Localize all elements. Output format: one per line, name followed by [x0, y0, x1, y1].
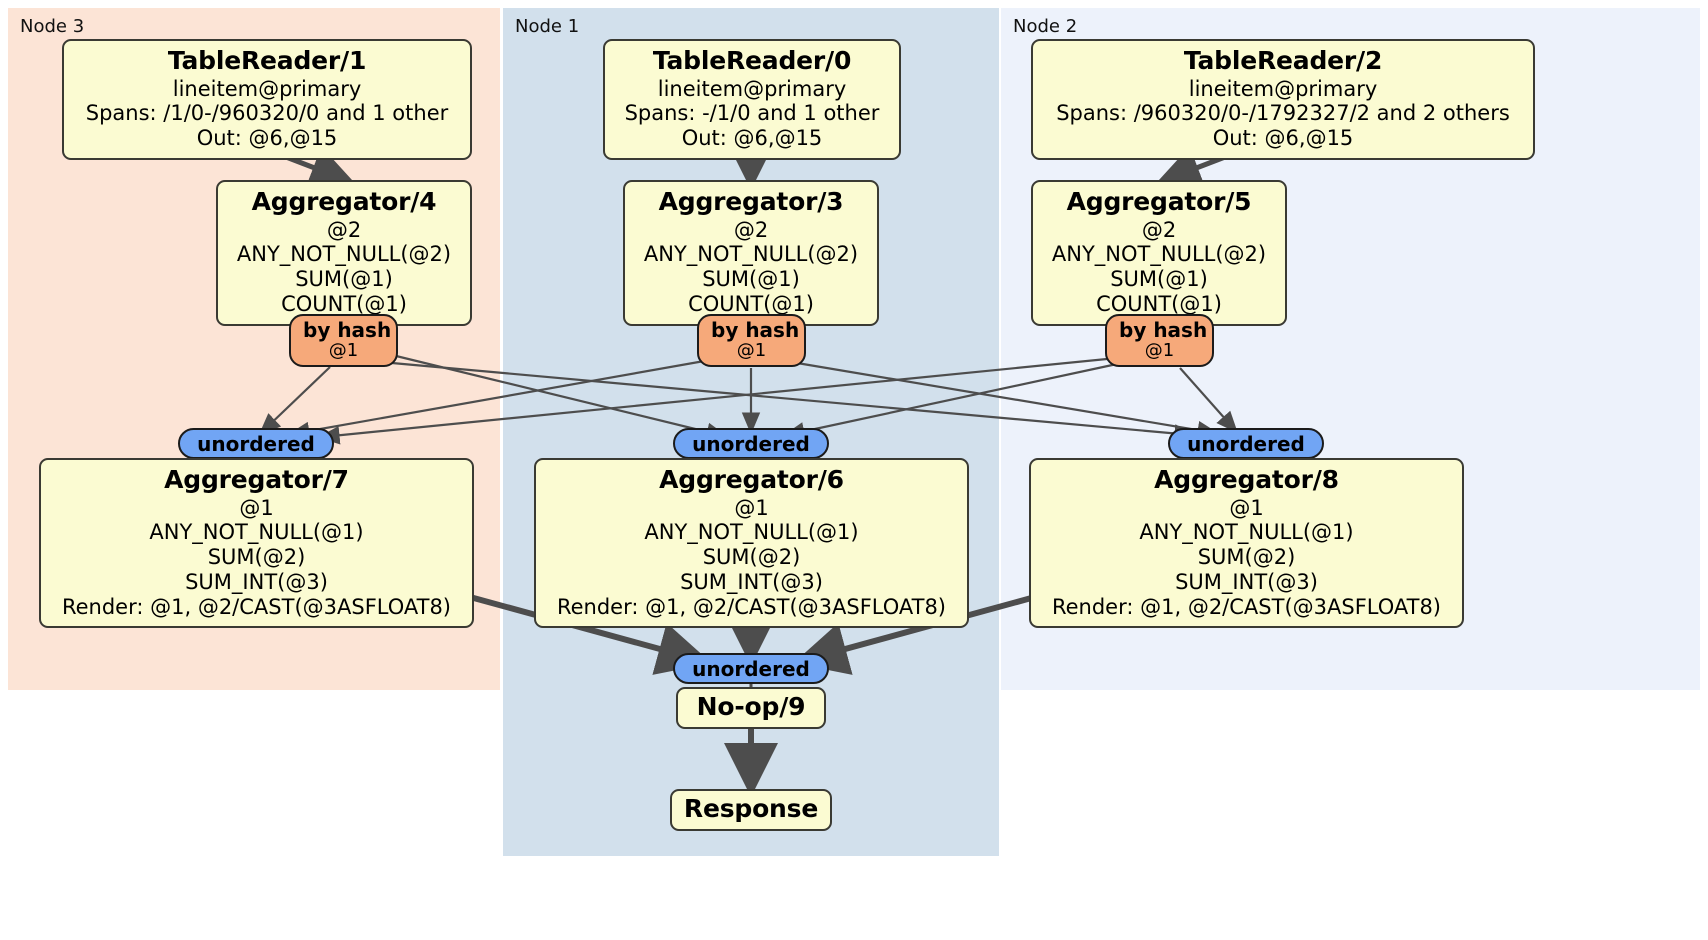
- processor-line: Out: @6,@15: [1212, 126, 1354, 151]
- input-sync-unordered-center[interactable]: unordered: [673, 428, 829, 459]
- processor-line: SUM_INT(@3): [1175, 569, 1318, 594]
- processor-line: SUM(@2): [702, 545, 801, 570]
- processor-line: ANY_NOT_NULL(@1): [644, 520, 859, 545]
- processor-line: ANY_NOT_NULL(@2): [236, 242, 452, 267]
- output-router-by-hash-center[interactable]: by hash @1: [697, 314, 806, 367]
- processor-line: Spans: /1/0-/960320/0 and 1 other: [85, 101, 449, 126]
- processor-line: @2: [1141, 217, 1177, 242]
- processor-aggregator-8[interactable]: Aggregator/8 @1 ANY_NOT_NULL(@1) SUM(@2)…: [1029, 458, 1464, 629]
- processor-line: SUM(@1): [702, 267, 800, 292]
- processor-line: ANY_NOT_NULL(@2): [1051, 242, 1267, 267]
- processor-line: lineitem@primary: [1188, 76, 1378, 101]
- output-router-by-hash-right[interactable]: by hash @1: [1105, 314, 1214, 367]
- processor-line: @1: [734, 495, 769, 520]
- processor-line: SUM_INT(@3): [680, 569, 823, 594]
- processor-line: SUM_INT(@3): [185, 569, 328, 594]
- processor-title: Aggregator/5: [1066, 187, 1252, 216]
- sync-label: unordered: [197, 431, 315, 456]
- processor-aggregator-5[interactable]: Aggregator/5 @2 ANY_NOT_NULL(@2) SUM(@1)…: [1031, 180, 1287, 326]
- processor-line: ANY_NOT_NULL(@1): [1139, 520, 1354, 545]
- processor-line: COUNT(@1): [281, 291, 407, 316]
- processor-title: Aggregator/8: [1154, 465, 1339, 494]
- router-type-label: by hash: [303, 318, 392, 342]
- processor-line: SUM(@2): [1197, 545, 1296, 570]
- router-type-label: by hash: [711, 318, 800, 342]
- processor-title: TableReader/1: [167, 46, 367, 75]
- processor-title: Aggregator/7: [164, 465, 349, 494]
- processor-line: lineitem@primary: [172, 76, 362, 101]
- processor-tablereader-2[interactable]: TableReader/2 lineitem@primary Spans: /9…: [1031, 39, 1535, 160]
- processor-line: Spans: /960320/0-/1792327/2 and 2 others: [1056, 101, 1510, 126]
- router-column-label: @1: [328, 340, 359, 361]
- processor-tablereader-0[interactable]: TableReader/0 lineitem@primary Spans: -/…: [603, 39, 901, 160]
- processor-title: Response: [683, 794, 819, 823]
- sync-label: unordered: [1187, 431, 1305, 456]
- processor-aggregator-3[interactable]: Aggregator/3 @2 ANY_NOT_NULL(@2) SUM(@1)…: [623, 180, 879, 326]
- processor-line: @1: [239, 495, 274, 520]
- processor-line: @2: [733, 217, 769, 242]
- router-column-label: @1: [1144, 340, 1175, 361]
- input-sync-unordered-right[interactable]: unordered: [1168, 428, 1324, 459]
- processor-line: Out: @6,@15: [196, 126, 338, 151]
- node-panel-label-node2: Node 2: [1013, 16, 1078, 37]
- node-panel-label-node3: Node 3: [20, 16, 85, 37]
- processor-line: COUNT(@1): [1096, 291, 1222, 316]
- processor-noop-9[interactable]: No-op/9: [676, 687, 826, 729]
- input-sync-unordered-left[interactable]: unordered: [178, 428, 334, 459]
- processor-line: SUM(@1): [1110, 267, 1208, 292]
- processor-title: TableReader/2: [1183, 46, 1383, 75]
- router-type-label: by hash: [1119, 318, 1208, 342]
- processor-tablereader-1[interactable]: TableReader/1 lineitem@primary Spans: /1…: [62, 39, 472, 160]
- processor-line: SUM(@2): [207, 545, 306, 570]
- processor-line: Out: @6,@15: [681, 126, 823, 151]
- processor-line: Render: @1, @2/CAST(@3ASFLOAT8): [1051, 594, 1442, 619]
- sync-label: unordered: [692, 656, 810, 681]
- processor-line: Spans: -/1/0 and 1 other: [624, 101, 880, 126]
- processor-line: @1: [1229, 495, 1264, 520]
- processor-title: Aggregator/6: [659, 465, 844, 494]
- processor-title: No-op/9: [696, 692, 806, 721]
- router-column-label: @1: [736, 340, 767, 361]
- processor-line: ANY_NOT_NULL(@2): [643, 242, 859, 267]
- processor-response[interactable]: Response: [670, 789, 832, 831]
- node-panel-label-node1: Node 1: [515, 16, 580, 37]
- processor-line: Render: @1, @2/CAST(@3ASFLOAT8): [556, 594, 947, 619]
- output-router-by-hash-left[interactable]: by hash @1: [289, 314, 398, 367]
- processor-line: @2: [326, 217, 362, 242]
- input-sync-unordered-final[interactable]: unordered: [673, 653, 829, 684]
- processor-title: Aggregator/4: [251, 187, 437, 216]
- processor-line: ANY_NOT_NULL(@1): [149, 520, 364, 545]
- processor-line: COUNT(@1): [688, 291, 814, 316]
- processor-aggregator-7[interactable]: Aggregator/7 @1 ANY_NOT_NULL(@1) SUM(@2)…: [39, 458, 474, 629]
- processor-aggregator-4[interactable]: Aggregator/4 @2 ANY_NOT_NULL(@2) SUM(@1)…: [216, 180, 472, 326]
- sync-label: unordered: [692, 431, 810, 456]
- processor-line: Render: @1, @2/CAST(@3ASFLOAT8): [61, 594, 452, 619]
- processor-line: lineitem@primary: [657, 76, 847, 101]
- processor-title: TableReader/0: [652, 46, 852, 75]
- processor-line: SUM(@1): [295, 267, 393, 292]
- processor-title: Aggregator/3: [658, 187, 844, 216]
- processor-aggregator-6[interactable]: Aggregator/6 @1 ANY_NOT_NULL(@1) SUM(@2)…: [534, 458, 969, 629]
